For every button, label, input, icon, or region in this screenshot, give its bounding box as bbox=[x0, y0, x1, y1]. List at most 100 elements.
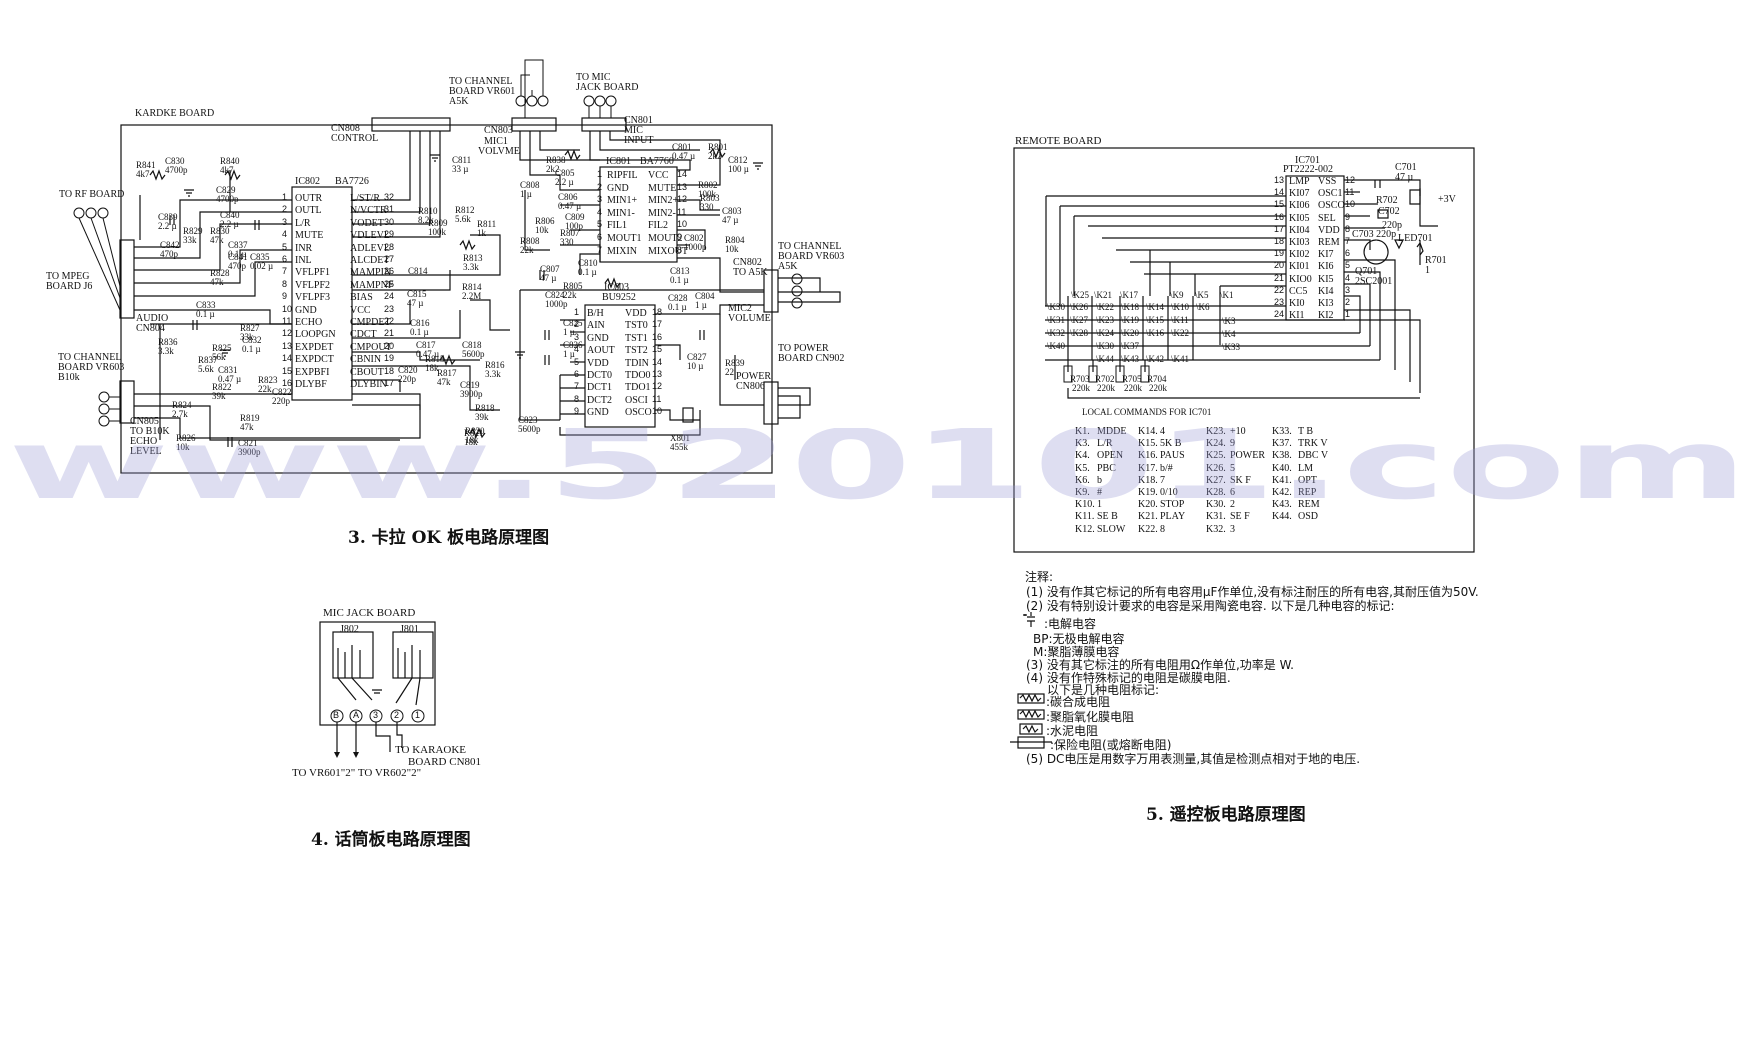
matrix-key: \K15 bbox=[1146, 315, 1164, 325]
ic-pin-label: KI1 bbox=[1289, 310, 1305, 322]
command-cell: REP bbox=[1298, 487, 1317, 498]
component-value: 3900p bbox=[460, 389, 483, 399]
resistor-ref: R704 bbox=[1147, 374, 1167, 384]
command-cell: 5K B bbox=[1160, 438, 1182, 450]
command-cell: TRK V bbox=[1298, 438, 1328, 450]
label-to-b10k: TO B10K bbox=[130, 426, 170, 437]
ic-pin-label: KI5 bbox=[1318, 273, 1334, 285]
component-value: 5600p bbox=[518, 424, 541, 434]
component-value: 0.47 µ bbox=[416, 349, 440, 359]
label-to-mpeg: TO MPEG bbox=[46, 271, 90, 282]
component-value: 4k7 bbox=[136, 169, 150, 179]
matrix-key: \K11 bbox=[1171, 315, 1189, 325]
command-cell: PLAY bbox=[1160, 511, 1186, 523]
ic-pin-number: 20 bbox=[1274, 260, 1285, 271]
component-value: 47 µ bbox=[722, 215, 739, 225]
component-ref: C842 bbox=[160, 240, 180, 250]
ic-pin-number: 2 bbox=[574, 319, 580, 330]
command-cell: 5 bbox=[1230, 462, 1235, 474]
ic-pin-number: 20 bbox=[384, 340, 395, 351]
ic-pin-label: MAMPIN bbox=[350, 267, 392, 279]
ic-pin-label: TST1 bbox=[625, 332, 648, 344]
command-cell: T B bbox=[1298, 426, 1314, 437]
ic-pin-label: KI04 bbox=[1289, 224, 1310, 236]
label-right-a5k: A5K bbox=[778, 261, 798, 272]
command-cell: K1. bbox=[1075, 426, 1090, 437]
ic-pin-number: 15 bbox=[282, 365, 293, 376]
ic-pin-label: KI02 bbox=[1289, 249, 1310, 261]
ic-pin-number: 10 bbox=[677, 219, 688, 230]
ic-pin-number: 11 bbox=[1345, 187, 1355, 198]
command-cell: K19. bbox=[1138, 487, 1158, 498]
resistor-value: 220k bbox=[1124, 383, 1142, 393]
ic-pin-number: 22 bbox=[1274, 284, 1285, 295]
component-ref: R821 bbox=[464, 428, 484, 438]
command-cell: K14. bbox=[1138, 426, 1158, 437]
command-cell: K43. bbox=[1272, 499, 1292, 511]
ic-pin-number: 1 bbox=[574, 307, 580, 317]
ic-pin-label: ALCDET bbox=[350, 255, 390, 266]
command-cell: SE F bbox=[1230, 511, 1250, 523]
ic-pin-number: 18 bbox=[384, 365, 395, 376]
ic-pin-label: RIPFIL bbox=[607, 170, 638, 181]
command-cell: K33. bbox=[1272, 426, 1292, 437]
component-ref: R830 bbox=[210, 226, 230, 236]
component-ref: C809 bbox=[565, 212, 585, 222]
component-value: 47 µ bbox=[407, 298, 424, 308]
label-cn802: CN802 bbox=[733, 257, 762, 268]
note-cap-3: M:聚脂薄膜电容 bbox=[1033, 645, 1120, 659]
label-control: CONTROL bbox=[331, 133, 379, 144]
command-cell: DBC V bbox=[1298, 450, 1329, 462]
component-ref: R839 bbox=[725, 358, 745, 368]
label-volvme: VOLVME bbox=[478, 146, 520, 157]
label-right-board-vr603: BOARD VR603 bbox=[778, 251, 845, 262]
watermark: www.520101.com bbox=[8, 428, 1748, 506]
matrix-key: \K31 bbox=[1047, 315, 1065, 325]
command-cell: K12. bbox=[1075, 523, 1095, 535]
note-2: (2) 没有特别设计要求的电容是采用陶瓷电容. 以下是几种电容的标记: bbox=[1026, 599, 1395, 613]
ic-pin-label: INL bbox=[295, 255, 312, 266]
component-ref: C811 bbox=[452, 155, 472, 165]
component-ref: R840 bbox=[220, 156, 240, 166]
component-ref: R818 bbox=[475, 403, 495, 413]
ic-pin-number: 8 bbox=[1345, 223, 1351, 234]
ic-pin-number: 31 bbox=[384, 204, 395, 215]
note-res-1: :碳合成电阻 bbox=[1046, 695, 1111, 709]
command-cell: LM bbox=[1298, 462, 1313, 474]
command-cell: OPT bbox=[1298, 474, 1317, 486]
component-ref: C835 bbox=[250, 252, 270, 262]
component-ref: R804 bbox=[725, 235, 745, 245]
matrix-key: \K27 bbox=[1070, 315, 1088, 325]
mic-jack-pin: 2 bbox=[394, 710, 400, 720]
component-value: 8.2k bbox=[418, 215, 434, 225]
ic-pin-label: OUTL bbox=[295, 205, 322, 217]
ic-pin-number: 23 bbox=[1274, 297, 1285, 307]
ic-pin-label: TST0 bbox=[625, 320, 648, 332]
label-cn806: CN806 bbox=[736, 381, 765, 392]
note-4: (4) 没有作特殊标记的电阻是碳膜电阻. bbox=[1026, 671, 1231, 685]
ic-pin-label: MUTE bbox=[648, 182, 677, 194]
ic-pin-label: KI07 bbox=[1289, 188, 1310, 200]
ic-pin-label: KI7 bbox=[1318, 249, 1334, 261]
ic-pin-number: 22 bbox=[384, 316, 395, 326]
component-ref: C813 bbox=[670, 266, 690, 276]
component-value: 10k bbox=[535, 225, 549, 235]
mic-board-cn801: BOARD CN801 bbox=[408, 756, 482, 768]
component-value: 5.6k bbox=[198, 364, 214, 374]
ic-pin-label: CMPOUT bbox=[350, 341, 392, 353]
ic-pin-label: OUTR bbox=[295, 193, 323, 204]
component-ref: R815 bbox=[425, 354, 445, 364]
component-ref: R829 bbox=[183, 226, 203, 236]
component-ref: R810 bbox=[418, 206, 438, 216]
ic-pin-number: 1 bbox=[1345, 309, 1351, 320]
ic-pin-number: 24 bbox=[384, 291, 395, 302]
component-ref: C804 bbox=[695, 291, 715, 301]
matrix-key: \K43 bbox=[1121, 354, 1139, 364]
command-cell: K9. bbox=[1075, 487, 1090, 498]
component-ref: R820 bbox=[465, 426, 485, 436]
component-ref: C807 bbox=[540, 264, 560, 274]
ic-pin-label: VDLEVL bbox=[350, 230, 390, 242]
